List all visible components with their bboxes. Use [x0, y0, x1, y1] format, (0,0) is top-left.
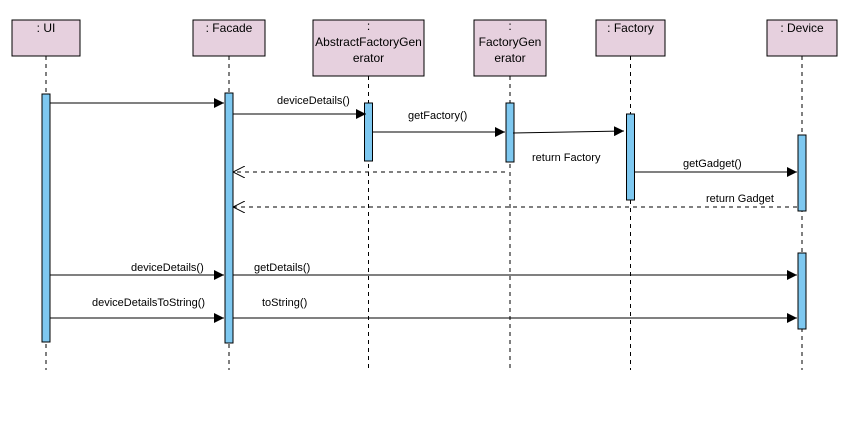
participant-facade[interactable]: : Facade — [192, 19, 266, 57]
message-label: return Gadget — [706, 193, 774, 205]
activation-bar-afg — [364, 102, 373, 162]
message-label: toString() — [262, 297, 307, 309]
participant-ui[interactable]: : UI — [11, 19, 81, 57]
participant-device[interactable]: : Device — [766, 19, 838, 57]
activation-bar-device — [797, 134, 807, 212]
return-message-4: return Factory — [233, 152, 601, 172]
participant-label: erator — [494, 51, 525, 65]
activation-bar-device — [797, 252, 807, 330]
message-2: getFactory() — [373, 110, 505, 137]
message-label: deviceDetails() — [131, 262, 204, 274]
participant-label: AbstractFactoryGen — [315, 35, 422, 49]
message-label: getGadget() — [683, 158, 742, 170]
participant-fg[interactable]: : FactoryGen erator — [473, 19, 547, 77]
activation-bar-fg — [505, 102, 515, 163]
participant-label: : Device — [780, 21, 824, 35]
participant-label: FactoryGen — [479, 35, 542, 49]
message-10: toString() — [233, 297, 797, 323]
participant-afg[interactable]: : AbstractFactoryGen erator — [312, 19, 425, 77]
participant-label: : UI — [37, 21, 56, 35]
participant-box — [473, 19, 547, 77]
participant-box — [11, 19, 81, 57]
message-3 — [512, 126, 625, 137]
message-label: getDetails() — [254, 262, 310, 274]
message-8: getDetails() — [233, 262, 797, 280]
call-arrow — [512, 126, 625, 137]
participant-box — [595, 19, 666, 57]
message-label: return Factory — [532, 152, 601, 164]
return-message-6: return Gadget — [233, 193, 797, 207]
activation-bar-factory — [626, 113, 635, 201]
participant-label: : Facade — [206, 21, 253, 35]
message-label: getFactory() — [408, 110, 467, 122]
activation-bar-facade — [224, 92, 234, 344]
activation-bar-ui — [41, 93, 51, 343]
participant-box — [312, 19, 425, 77]
participant-label: : — [508, 19, 511, 33]
participant-factory[interactable]: : Factory — [595, 19, 666, 57]
message-label: deviceDetails() — [277, 95, 350, 107]
participant-label: : — [367, 19, 370, 33]
message-9: deviceDetailsToString() — [50, 297, 224, 323]
participant-box — [192, 19, 266, 57]
message-5: getGadget() — [635, 158, 797, 177]
participant-box — [766, 19, 838, 57]
participant-label: : Factory — [607, 21, 654, 35]
message-label: deviceDetailsToString() — [92, 297, 205, 309]
message-1: deviceDetails() — [233, 95, 366, 119]
message-7: deviceDetails() — [50, 262, 224, 280]
participant-label: erator — [353, 51, 384, 65]
